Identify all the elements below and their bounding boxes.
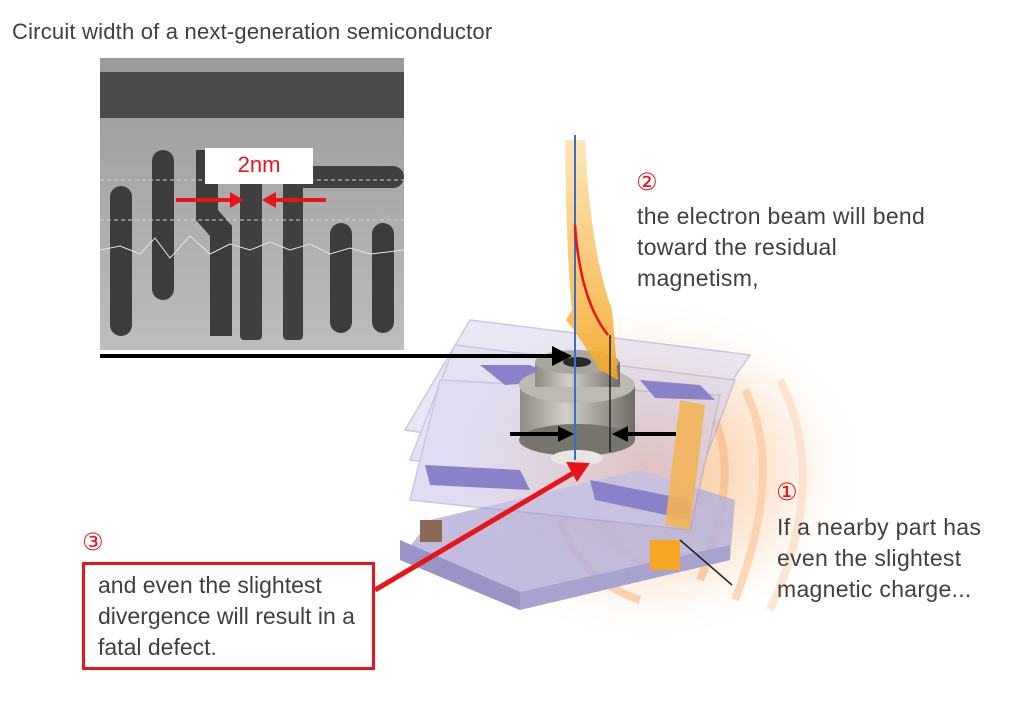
callout-1-text: If a nearby part has even the slightest …: [777, 514, 982, 602]
scale-label-2nm: 2nm: [205, 148, 313, 184]
defect-pointer-arrow: [373, 462, 590, 593]
callout-2-text: the electron beam will bend toward the r…: [637, 203, 926, 291]
callout-3-text: and even the slightest divergence will r…: [98, 572, 355, 660]
callout-1-number: ①: [776, 478, 798, 506]
pointer-arrow-from-micrograph: [100, 346, 572, 366]
callout-2-number: ②: [636, 168, 658, 196]
callout-3-box: and even the slightest divergence will r…: [82, 562, 375, 670]
callout-3-number: ③: [82, 528, 104, 556]
lens-cylinder: [519, 350, 635, 466]
leader-line-1: [679, 539, 733, 586]
sem-micrograph: [100, 58, 404, 350]
electron-beam: [565, 135, 618, 460]
page-title: Circuit width of a next-generation semic…: [12, 19, 493, 44]
divergence-arrows: [510, 426, 676, 442]
